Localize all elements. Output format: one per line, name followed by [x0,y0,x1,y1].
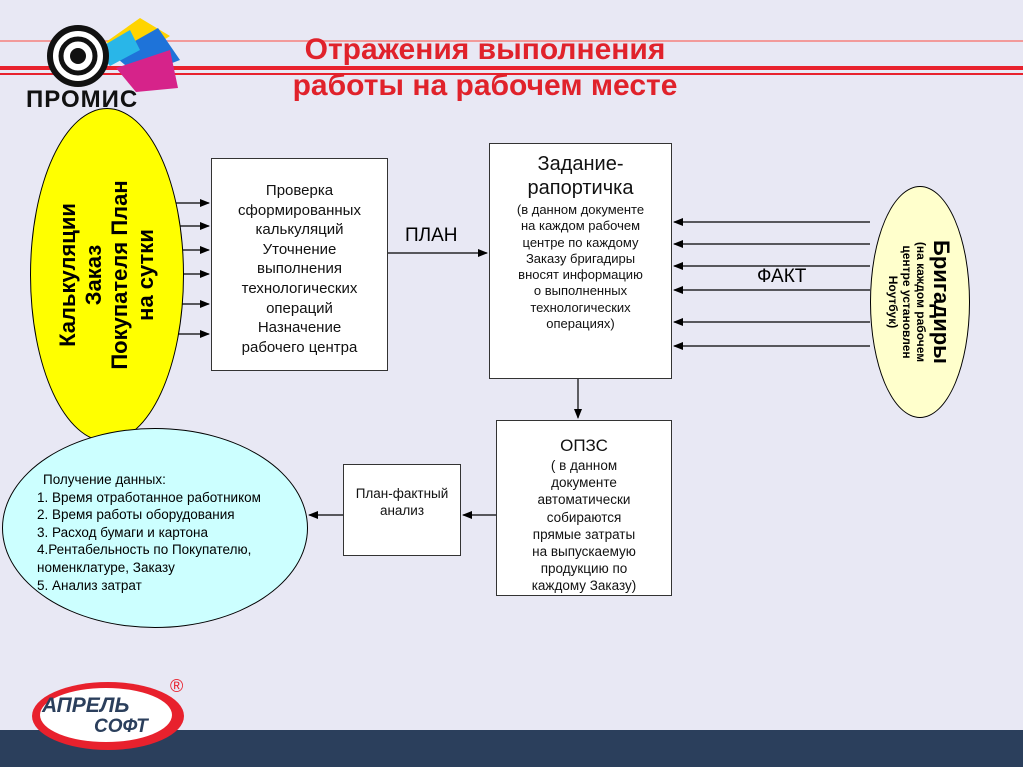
aprel-soft-logo-line-2: СОФТ [94,716,148,737]
header-rule-main [0,66,1023,70]
check-box-line-2: сформированных [238,201,361,219]
foremen-subtitle-line-3: Ноутбук) [886,275,900,329]
check-box-line-9: рабочего центра [241,338,358,356]
result-line-7: 5. Анализ затрат [37,577,142,593]
check-box-line-7: операций [266,299,333,317]
opzs-line-5: прямые затраты [532,526,636,542]
check-box-line-8: Назначение [257,319,342,337]
foremen-subtitle-line-1: (на каждом рабочем [914,241,928,363]
result-ellipse-text: Получение данных: 1. Время отработанное … [37,471,261,594]
input-ellipse: Калькуляции Заказ Покупателя План на сут… [30,108,184,442]
promis-logo: ПРОМИС [20,10,190,113]
plan-label: ПЛАН [405,225,458,246]
check-box: Проверка сформированных калькуляций Уточ… [211,158,388,371]
opzs-line-8: каждому Заказу) [531,578,637,594]
plan-fact-analysis-box: План-фактный анализ [343,464,461,556]
promis-logo-icon [47,18,180,92]
fact-label: ФАКТ [757,266,807,287]
check-box-line-4: Уточнение [262,240,337,258]
plan-fact-line-1: План-фактный [355,486,449,501]
task-report-line-8: операциях) [546,316,615,332]
task-report-line-2: на каждом рабочем [520,218,641,234]
opzs-line-3: автоматически [537,492,631,508]
foremen-subtitle-line-2: центре установлен [900,245,914,359]
registered-mark: ® [170,676,184,696]
result-ellipse: Получение данных: 1. Время отработанное … [2,428,308,628]
result-line-2: 1. Время отработанное работником [37,489,261,505]
task-report-line-6: о выполненных [533,283,628,299]
input-ellipse-line-4: на сутки [133,229,158,321]
promis-logo-text: ПРОМИС [26,86,139,113]
opzs-title: ОПЗС [560,436,608,455]
input-ellipse-line-2: Заказ [81,244,106,306]
task-report-title-line-1: Задание- [537,153,624,175]
opzs-line-1: ( в данном [550,458,618,473]
opzs-line-4: собираются [546,509,622,525]
header-rule-top [0,40,1023,42]
task-report-line-1: (в данном документе [516,202,645,217]
task-report-title-line-2: рапортичка [527,177,634,199]
opzs-line-2: документе [551,475,617,491]
aprel-soft-logo: АПРЕЛЬ СОФТ [28,678,193,756]
check-box-line-3: калькуляций [255,221,344,239]
check-box-line-6: технологических [241,279,358,297]
result-line-5: 4.Рентабельность по Покупателю, [37,542,252,558]
opzs-line-7: продукцию по [540,561,628,577]
opzs-line-6: на выпускаемую [532,544,636,560]
check-box-line-1: Проверка [265,182,334,199]
input-ellipse-line-1: Калькуляции [55,203,80,347]
task-report-box: Задание- рапортичка (в данном документе … [489,143,672,379]
result-line-1: Получение данных: [43,472,166,487]
aprel-soft-logo-line-1: АПРЕЛЬ [42,694,130,717]
result-line-4: 3. Расход бумаги и картона [37,524,209,540]
foremen-ellipse: Бригадиры (на каждом рабочем центре уста… [870,186,970,418]
page-title: Отражения выполнения работы на рабочем м… [220,32,750,104]
plan-fact-line-2: анализ [379,503,425,518]
foremen-title: Бригадиры [929,240,954,364]
result-line-6: номенклатуре, Заказу [37,559,175,575]
header-rule-thin [0,73,1023,75]
opzs-box: ОПЗС ( в данном документе автоматически … [496,420,672,596]
aprel-soft-logo-icon [32,682,184,750]
footer-bar [0,730,1023,767]
check-box-line-5: выполнения [256,260,343,278]
task-report-line-3: центре по каждому [522,234,639,250]
input-ellipse-line-3: Покупателя План [107,180,132,370]
input-ellipse-text: Калькуляции Заказ Покупателя План на сут… [55,180,159,369]
task-report-line-5: вносят информацию [518,267,643,283]
foremen-ellipse-text: Бригадиры (на каждом рабочем центре уста… [886,240,954,364]
task-report-line-7: технологических [530,299,631,315]
page-title-line-2: работы на рабочем месте [292,69,678,102]
page-title-line-1: Отражения выполнения [304,33,666,66]
result-line-3: 2. Время работы оборудования [37,507,235,523]
task-report-line-4: Заказу бригадиры [525,250,636,266]
